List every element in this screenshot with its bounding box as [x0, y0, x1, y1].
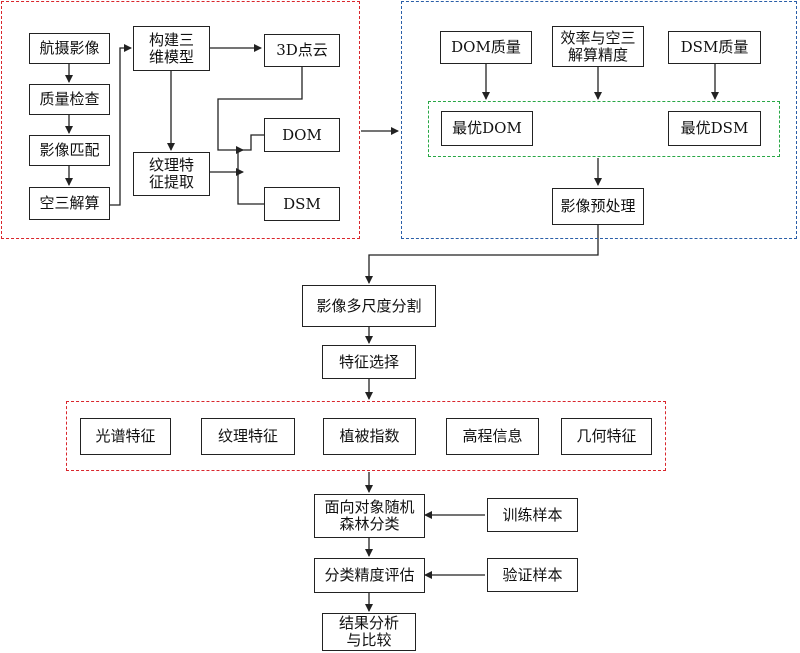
accuracy-assessment-box: 分类精度评估 [314, 558, 425, 593]
quality-check-box: 质量检查 [29, 84, 110, 115]
elevation-info-box: 高程信息 [446, 418, 539, 455]
dom-box: DOM [264, 118, 340, 152]
arrow-dsm-to-junction [237, 149, 264, 205]
feature-group-frame [66, 401, 666, 471]
arrow-preprocessing-to-segmentation [365, 225, 599, 284]
image-matching-box: 影像匹配 [29, 135, 110, 166]
best-dsm-box: 最优DSM [668, 111, 761, 146]
dsm-quality-box: DSM质量 [668, 31, 761, 64]
multiscale-segmentation-box: 影像多尺度分割 [302, 285, 436, 327]
random-forest-classification-box: 面向对象随机 森林分类 [314, 494, 425, 538]
validation-samples-box: 验证样本 [487, 558, 578, 592]
arrow-pointcloud-to-junction [217, 67, 303, 154]
dom-quality-box: DOM质量 [440, 31, 532, 64]
feature-selection-box: 特征选择 [322, 345, 416, 379]
training-samples-box: 训练样本 [487, 498, 578, 532]
optimal-selection-group-frame [401, 1, 797, 239]
geometric-feature-box: 几何特征 [561, 418, 652, 455]
optimal-products-frame [428, 101, 780, 157]
build-3d-model-box: 构建三 维模型 [133, 26, 210, 71]
results-comparison-box: 结果分析 与比较 [322, 613, 416, 651]
texture-feature-box: 纹理特征 [201, 418, 295, 455]
aerial-imagery-box: 航摄影像 [29, 33, 110, 64]
spectral-feature-box: 光谱特征 [80, 418, 171, 455]
point-cloud-box: 3D点云 [264, 34, 340, 67]
vegetation-index-box: 植被指数 [323, 418, 416, 455]
best-dom-box: 最优DOM [441, 111, 533, 146]
arrow-triangulation-to-model [110, 44, 132, 206]
photogrammetry-group-frame [1, 1, 360, 239]
efficiency-accuracy-box: 效率与空三 解算精度 [552, 26, 644, 67]
aerial-triangulation-box: 空三解算 [29, 187, 110, 220]
dsm-box: DSM [264, 187, 340, 221]
image-preprocessing-box: 影像预处理 [552, 188, 644, 225]
arrow-dom-to-junction [245, 134, 264, 151]
texture-extraction-box: 纹理特 征提取 [133, 152, 210, 196]
